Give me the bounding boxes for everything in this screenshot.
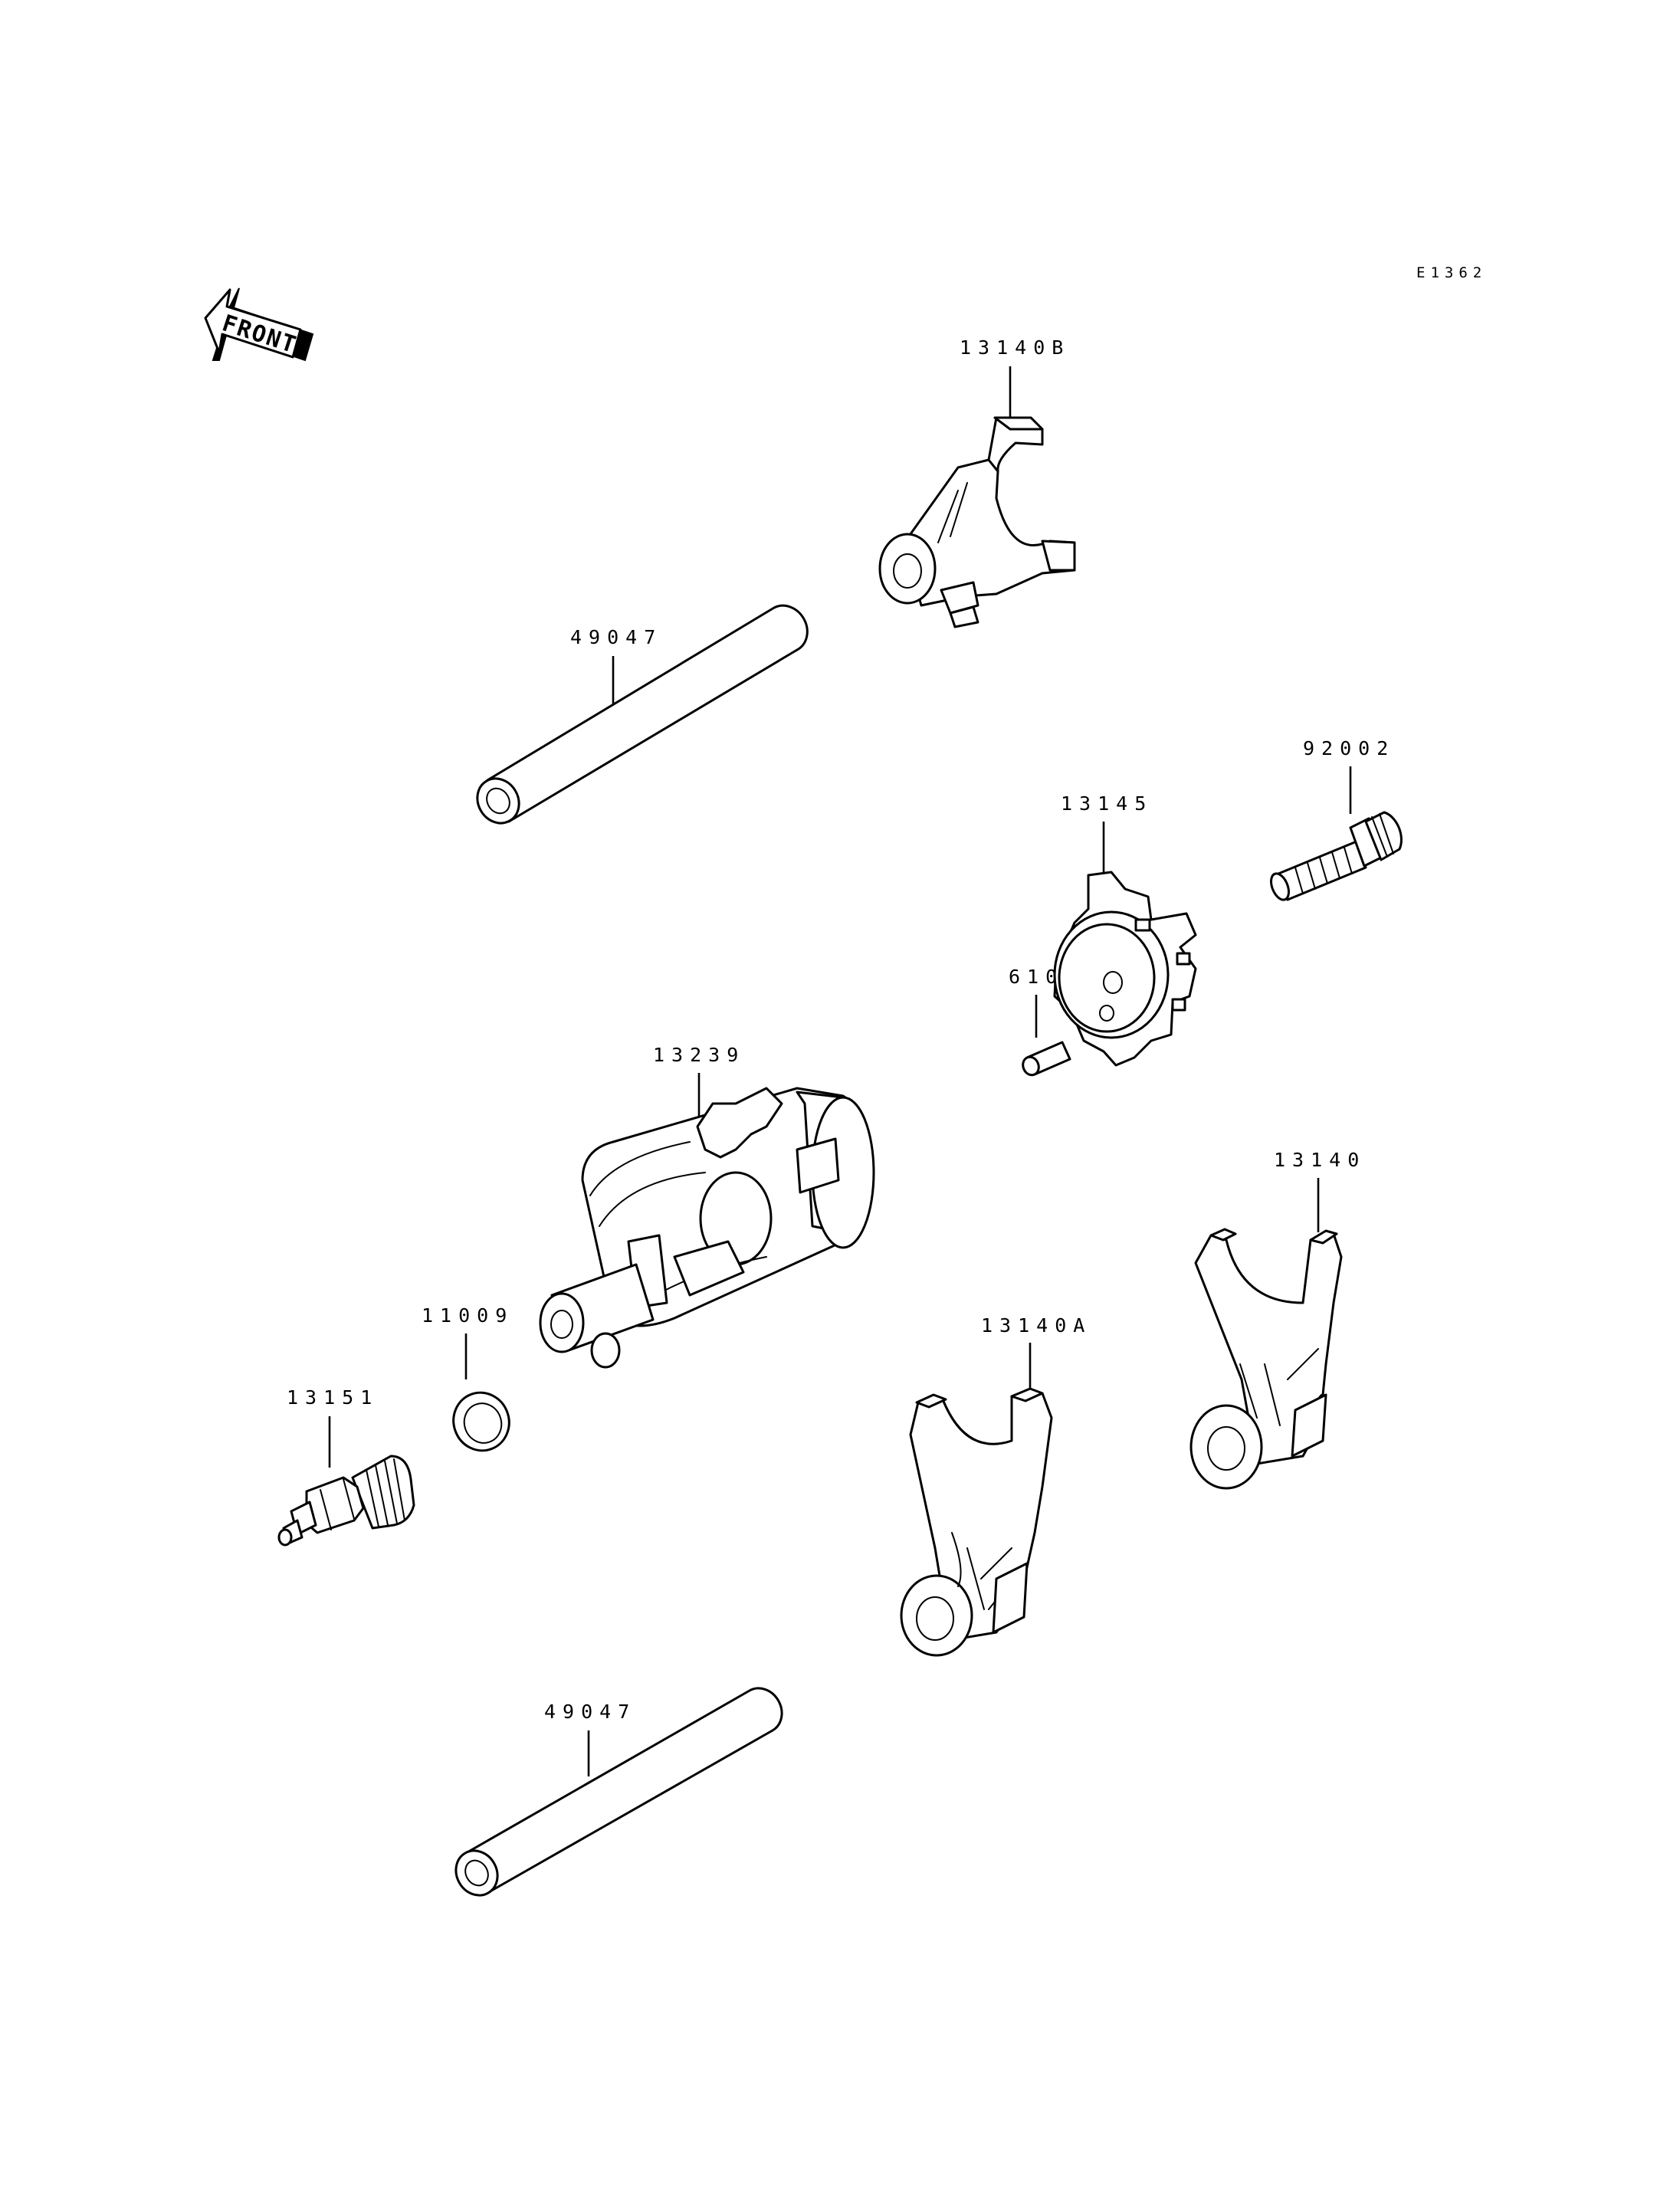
shift-rod-lower-part <box>454 1687 783 1897</box>
callout-label-13239: 13239 <box>653 1044 745 1066</box>
callout-13151: 13151 <box>287 1386 379 1468</box>
bolt-92002-part <box>1270 811 1403 901</box>
callout-label-13140: 13140 <box>1274 1149 1366 1171</box>
callout-label-11009: 11009 <box>422 1304 514 1327</box>
shift-drum-13239-part <box>539 1087 875 1369</box>
callout-label-13140b: 13140B <box>960 336 1070 359</box>
callout-label-49047-upper: 49047 <box>570 626 662 648</box>
washer-11009-part <box>452 1391 510 1452</box>
pin-610-part <box>1022 1041 1071 1077</box>
callout-label-49047-lower: 49047 <box>544 1701 636 1723</box>
plate-13145-part <box>1053 871 1197 1067</box>
callout-label-610: 610 <box>1009 966 1064 988</box>
shift-rod-upper-part <box>476 604 809 825</box>
shift-fork-13140-part <box>1189 1228 1343 1490</box>
switch-13151-part <box>277 1455 415 1547</box>
callout-13140: 13140 <box>1274 1149 1366 1232</box>
callout-label-13151: 13151 <box>287 1386 379 1409</box>
callout-13140a: 13140A <box>981 1314 1091 1395</box>
callout-13239: 13239 <box>653 1044 745 1120</box>
callout-11009: 11009 <box>422 1304 514 1379</box>
callout-label-13145: 13145 <box>1061 792 1153 815</box>
callout-13140b: 13140B <box>960 336 1070 422</box>
callout-610: 610 <box>1009 966 1064 1038</box>
callout-49047-lower: 49047 <box>544 1701 636 1776</box>
callout-label-92002: 92002 <box>1303 737 1395 759</box>
front-arrow-icon: FRONT <box>204 287 314 362</box>
callout-92002: 92002 <box>1303 737 1395 814</box>
shift-fork-13140a-part <box>900 1387 1053 1657</box>
callout-13145: 13145 <box>1061 792 1153 872</box>
shift-fork-13140b-part <box>878 416 1076 628</box>
reference-code: E1362 <box>1416 264 1487 281</box>
callout-49047-upper: 49047 <box>570 626 662 704</box>
callout-label-13140a: 13140A <box>981 1314 1091 1337</box>
